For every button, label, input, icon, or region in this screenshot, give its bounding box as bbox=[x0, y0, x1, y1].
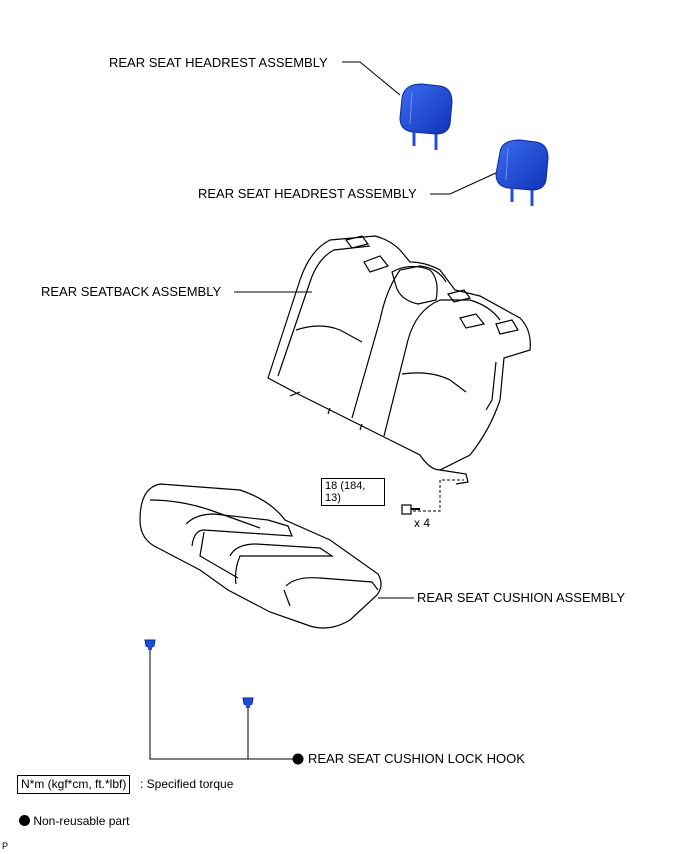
legend-torque-unit-box: N*m (kgf*cm, ft.*lbf) bbox=[17, 775, 131, 794]
headrest-2-illustration bbox=[495, 139, 549, 206]
seatback-illustration bbox=[267, 235, 531, 485]
label-cushion: REAR SEAT CUSHION ASSEMBLY bbox=[417, 590, 626, 605]
legend-nonreusable: Non-reusable part bbox=[19, 813, 129, 829]
bolt-quantity: x 4 bbox=[414, 516, 431, 530]
label-lock-hook: REAR SEAT CUSHION LOCK HOOK bbox=[308, 751, 525, 766]
footer-code: P bbox=[2, 841, 9, 851]
headrest-1-illustration bbox=[399, 83, 453, 150]
label-seatback: REAR SEATBACK ASSEMBLY bbox=[41, 284, 222, 299]
nonreusable-marker bbox=[292, 753, 304, 765]
legend-torque-desc: : Specified torque bbox=[140, 777, 234, 791]
cushion-illustration bbox=[139, 483, 382, 629]
nonreusable-dot-icon bbox=[19, 815, 30, 826]
torque-spec-box: 18 (184, 13) bbox=[321, 478, 385, 506]
leader-lines bbox=[149, 61, 499, 760]
label-headrest-1: REAR SEAT HEADREST ASSEMBLY bbox=[109, 55, 328, 70]
lock-hook-1-illustration bbox=[144, 639, 156, 650]
lock-hook-2-illustration bbox=[242, 697, 254, 708]
legend-nonreusable-desc: Non-reusable part bbox=[33, 814, 130, 828]
bolt-illustration bbox=[401, 504, 420, 515]
label-headrest-2: REAR SEAT HEADREST ASSEMBLY bbox=[198, 186, 417, 201]
